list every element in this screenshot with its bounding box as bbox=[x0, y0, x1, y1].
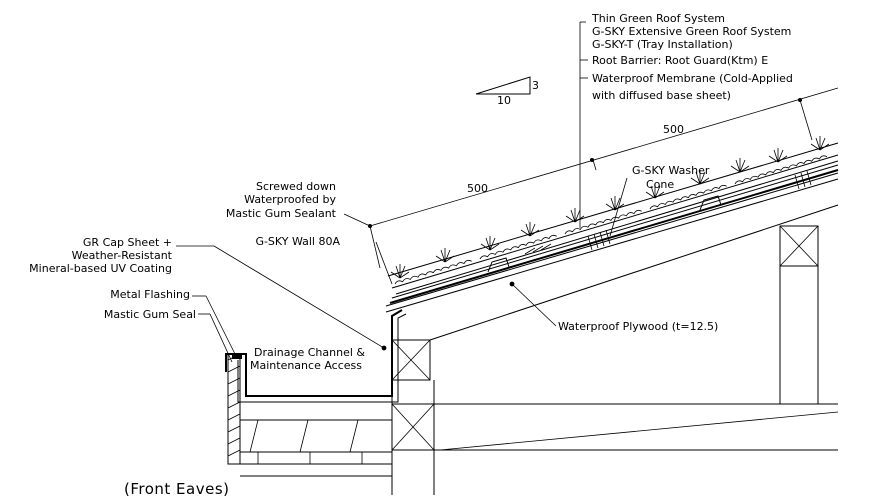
screwed-label-3: Mastic Gum Sealant bbox=[226, 207, 337, 220]
membrane-label-2: with diffused base sheet) bbox=[592, 89, 731, 102]
dimension-upper-label: 500 bbox=[663, 123, 684, 136]
root-barrier-label: Root Barrier: Root Guard(Ktm) E bbox=[592, 54, 768, 67]
roof-layers bbox=[385, 142, 839, 341]
membrane-label-1: Waterproof Membrane (Cold-Applied bbox=[592, 72, 793, 85]
cap-sheet-label-3: Mineral-based UV Coating bbox=[29, 262, 172, 275]
annotation-labels: Thin Green Roof System G-SKY Extensive G… bbox=[29, 12, 793, 498]
eaves-structure bbox=[225, 225, 839, 495]
dimension-lines: 500 500 bbox=[368, 87, 839, 269]
drainage-label-1: Drainage Channel & bbox=[254, 346, 365, 359]
slope-run-label: 10 bbox=[497, 94, 511, 107]
cap-sheet-label-2: Weather-Resistant bbox=[72, 249, 173, 262]
slope-rise-label: 3 bbox=[532, 79, 539, 92]
washer-label-1: G-SKY Washer bbox=[632, 164, 710, 177]
sedum-plants bbox=[390, 136, 830, 279]
gsky-wall-label: G-SKY Wall 80A bbox=[255, 235, 340, 248]
leader-lines bbox=[176, 21, 628, 363]
screwed-label-1: Screwed down bbox=[256, 180, 336, 193]
slope-indicator: 3 10 bbox=[475, 76, 539, 107]
washer-label-2: Cone bbox=[646, 178, 674, 191]
metal-flashing-label: Metal Flashing bbox=[110, 288, 190, 301]
mastic-gum-seal-label: Mastic Gum Seal bbox=[104, 308, 196, 321]
thin-green-roof-label: Thin Green Roof System bbox=[591, 12, 725, 25]
screwed-label-2: Waterproofed by bbox=[244, 193, 336, 206]
cap-sheet-label-1: GR Cap Sheet + bbox=[83, 236, 172, 249]
drainage-label-2: Maintenance Access bbox=[250, 359, 362, 372]
gsky-extensive-label: G-SKY Extensive Green Roof System bbox=[592, 25, 791, 38]
front-eaves-caption: (Front Eaves) bbox=[124, 480, 230, 498]
plywood-label: Waterproof Plywood (t=12.5) bbox=[558, 320, 718, 333]
gsky-t-label: G-SKY-T (Tray Installation) bbox=[592, 38, 733, 51]
dimension-lower-label: 500 bbox=[467, 182, 488, 195]
